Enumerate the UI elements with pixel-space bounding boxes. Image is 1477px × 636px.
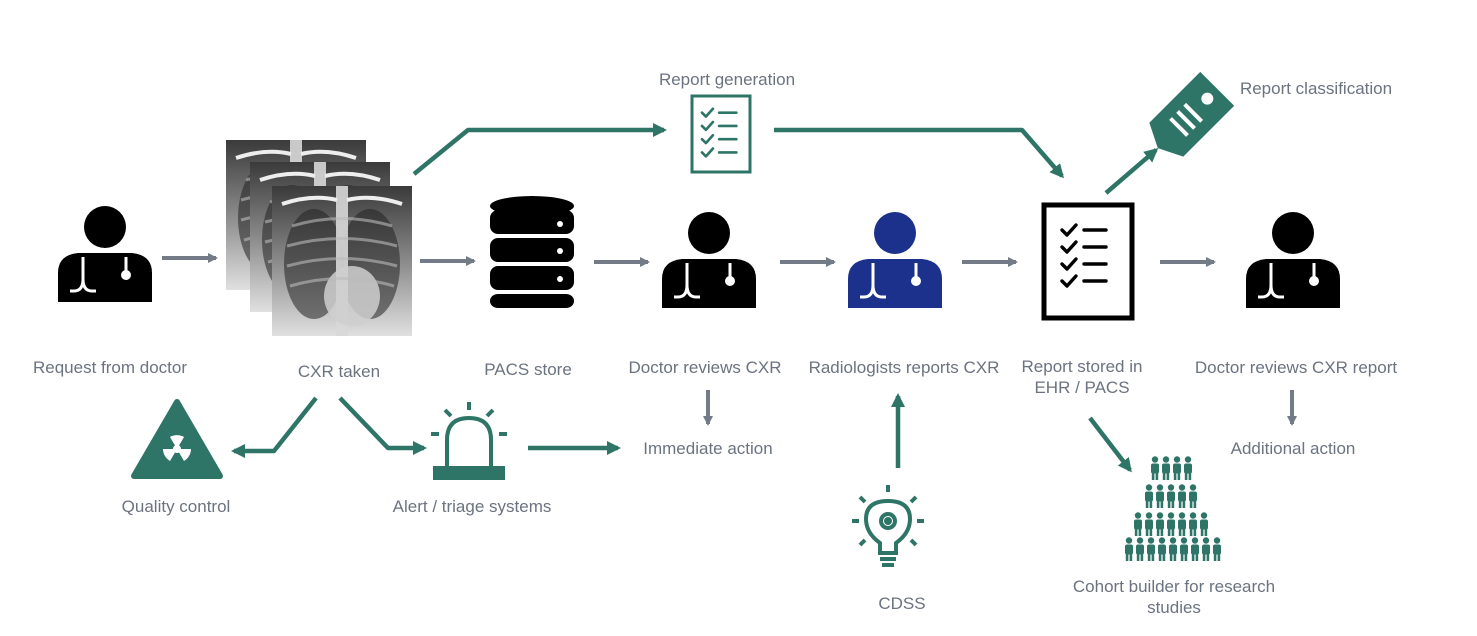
label-cohort-line1: Cohort builder for research — [1072, 577, 1276, 596]
arrow-cxr-to-quality-control — [231, 396, 318, 458]
chest-xray-image — [224, 138, 414, 338]
label-report-classification: Report classification — [1239, 79, 1393, 98]
label-alert-triage: Alert / triage systems — [392, 497, 552, 516]
siren-icon — [431, 402, 507, 480]
doctor-icon-request — [58, 206, 152, 302]
label-immediate-action: Immediate action — [643, 439, 773, 458]
label-report-stored-line1: Report stored in — [1021, 357, 1143, 376]
doctor-icon-report — [1246, 212, 1340, 308]
radiation-warning-icon — [131, 399, 223, 479]
doctor-icon-review — [662, 212, 756, 308]
label-report-stored-line2: EHR / PACS — [1034, 378, 1130, 397]
label-request-from-doctor: Request from doctor — [32, 358, 187, 377]
label-radiologists-reports-cxr: Radiologists reports CXR — [808, 358, 1000, 377]
checklist-icon — [690, 94, 752, 174]
label-cxr-taken: CXR taken — [297, 362, 381, 381]
label-doctor-reviews-cxr-report: Doctor reviews CXR report — [1194, 358, 1398, 377]
arrow-cxr-to-alert — [338, 396, 427, 455]
label-additional-action: Additional action — [1230, 439, 1356, 458]
checklist-report-icon — [1041, 202, 1135, 321]
arrow-report-generation-to-stored — [774, 127, 1064, 179]
arrow-cxr-to-report-generation — [412, 123, 667, 176]
radiologist-icon — [848, 212, 942, 308]
label-cdss: CDSS — [878, 594, 926, 613]
label-cohort-line2: studies — [1147, 598, 1201, 617]
database-icon — [490, 196, 574, 308]
arrow-stored-to-classification — [1104, 148, 1159, 195]
label-quality-control: Quality control — [121, 497, 231, 516]
label-pacs-store: PACS store — [484, 360, 572, 379]
label-report-generation: Report generation — [658, 70, 796, 89]
label-doctor-reviews-cxr: Doctor reviews CXR — [628, 358, 782, 377]
people-pyramid-icon — [1125, 456, 1221, 561]
tag-icon — [1149, 71, 1235, 157]
lightbulb-gear-icon — [852, 485, 924, 567]
arrow-stored-to-cohort — [1088, 416, 1132, 473]
